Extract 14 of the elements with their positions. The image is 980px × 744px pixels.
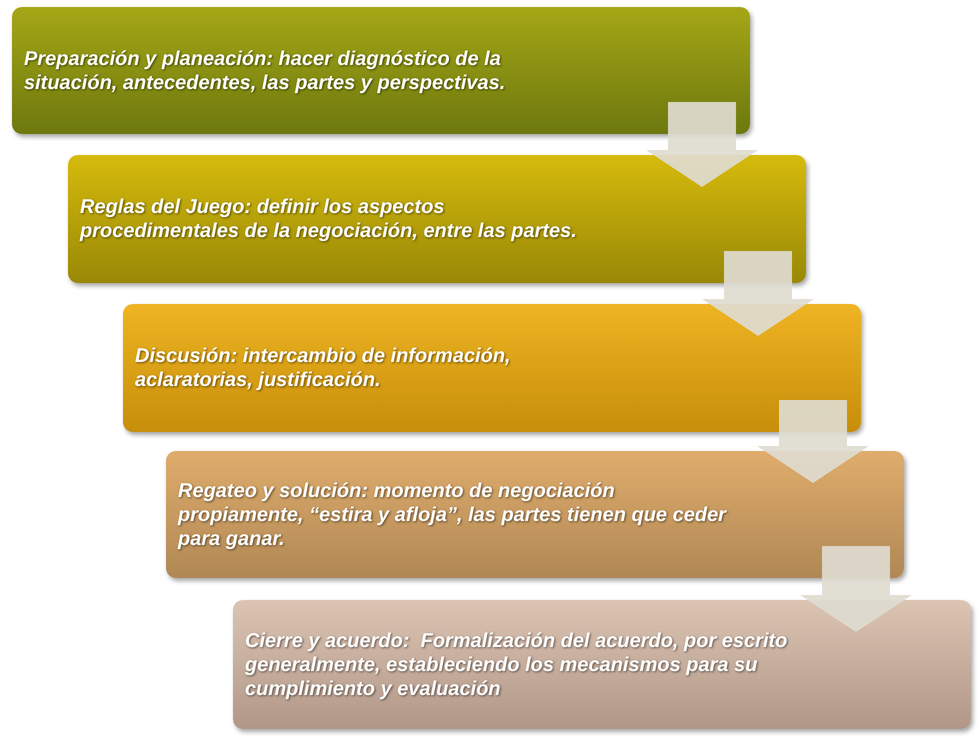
block-arrow xyxy=(800,546,912,632)
step-box xyxy=(68,155,806,283)
block-arrow xyxy=(702,251,814,336)
step-box xyxy=(166,451,904,578)
step-text: Cierre y acuerdo: Formalización del acuerdo, por escrito generalmente, estableciendo los mecanismos para su cumplimiento y evaluación xyxy=(245,628,788,700)
step-text: Regateo y solución: momento de negociación propiamente, “estira y afloja”, las partes tienen que ceder para ganar. xyxy=(178,478,728,550)
block-arrow xyxy=(757,400,869,483)
step-box xyxy=(233,600,971,729)
step-box xyxy=(12,7,750,134)
step-text: Reglas del Juego: definir los aspectos procedimentales de la negociación, entre las partes. xyxy=(80,195,578,243)
block-arrow xyxy=(646,102,758,187)
step-text: Preparación y planeación: hacer diagnóstico de la situación, antecedentes, las partes y perspectivas. xyxy=(24,46,506,94)
step-box xyxy=(123,304,861,432)
step-text: Discusión: intercambio de información, aclaratorias, justificación. xyxy=(135,344,512,392)
